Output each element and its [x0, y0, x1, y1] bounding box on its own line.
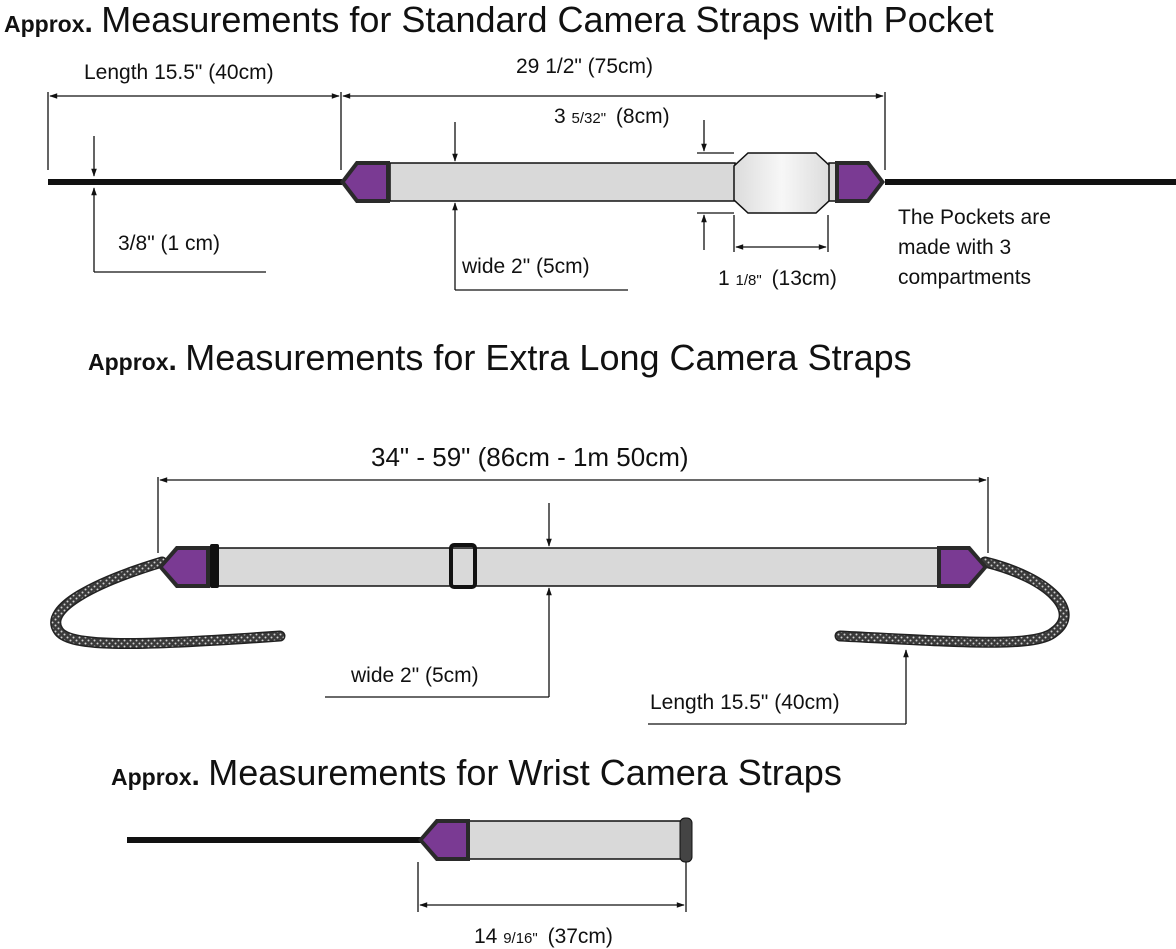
heading-title: Measurements for Extra Long Camera Strap… — [185, 337, 912, 378]
strap-width-label: wide 2" (5cm) — [351, 664, 479, 687]
section1-heading: Approx. Measurements for Standard Camera… — [4, 0, 994, 40]
standard-strap-dimension-lines — [47, 92, 886, 291]
wrist-strap-dimension-lines — [417, 862, 687, 912]
heading-prefix: Approx — [88, 349, 169, 375]
section3-heading: Approx. Measurements for Wrist Camera St… — [111, 752, 842, 793]
pocket-height-label: 3 5/32" (8cm) — [554, 105, 670, 128]
strap-width-label: wide 2" (5cm) — [462, 255, 590, 278]
pocket-note-line-3: compartments — [898, 266, 1032, 289]
strap-body — [389, 162, 736, 202]
total-length-label: 34" - 59" (86cm - 1m 50cm) — [371, 442, 689, 472]
pocket-note-line-1: The Pockets are — [898, 206, 1051, 229]
pocket-width-label: 1 1/8" (13cm) — [718, 267, 837, 290]
strap-body — [211, 547, 941, 587]
length-label: Length 15.5" (40cm) — [84, 61, 274, 84]
length-label: Length 15.5" (40cm) — [650, 691, 840, 714]
slider-loop — [449, 543, 477, 589]
extra-long-strap-dimension-lines — [157, 477, 989, 725]
wrist-length-label: 14 9/16" (37cm) — [474, 925, 613, 948]
extra-long-strap-drawing — [50, 543, 1070, 650]
end-stopper — [679, 817, 693, 863]
pocket-note-line-2: made with 3 — [898, 236, 1012, 259]
heading-prefix: Approx — [4, 11, 85, 37]
heading-title: Measurements for Wrist Camera Straps — [208, 752, 842, 793]
total-length-label: 29 1/2" (75cm) — [516, 55, 654, 78]
heading-title: Measurements for Standard Camera Straps … — [101, 0, 994, 40]
left-buckle — [210, 544, 219, 588]
standard-strap-drawing — [48, 152, 1176, 214]
cord-width-label: 3/8" (1 cm) — [118, 232, 220, 255]
strap-body — [467, 820, 685, 860]
heading-prefix: Approx — [111, 764, 192, 790]
section2-heading: Approx. Measurements for Extra Long Came… — [88, 337, 912, 378]
pocket — [733, 152, 831, 214]
wrist-strap-drawing — [127, 817, 693, 863]
